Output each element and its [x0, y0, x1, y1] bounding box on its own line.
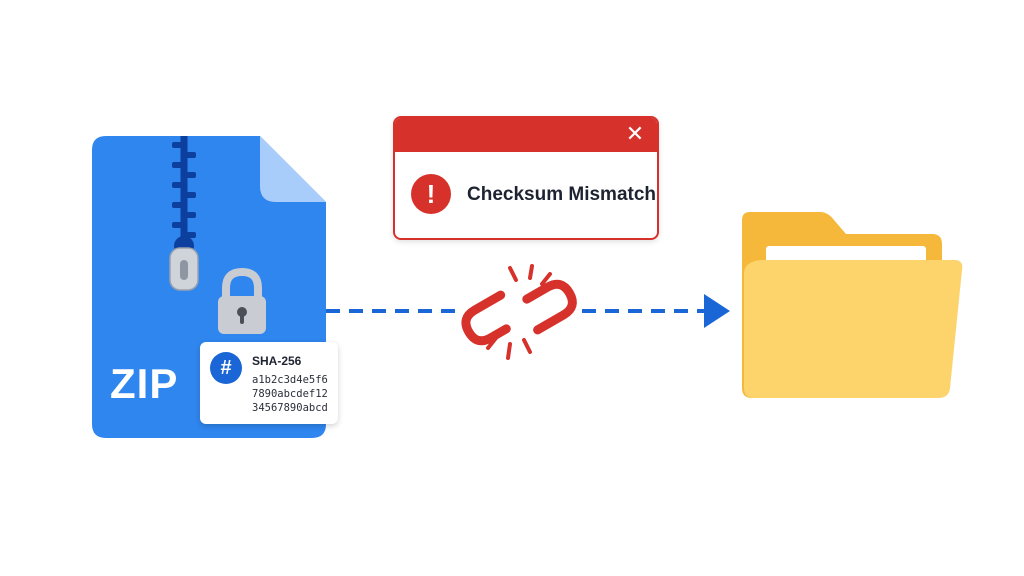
broken-link-icon [461, 264, 577, 360]
arrow-right-icon [704, 294, 730, 328]
transfer-connector [326, 264, 730, 360]
zipper-icon [169, 136, 199, 291]
zip-label: ZIP [110, 360, 179, 407]
dialog-title-bar [395, 118, 657, 152]
error-message: Checksum Mismatch [467, 184, 657, 205]
hash-line: 7890abcdef12 [252, 388, 328, 400]
checksum-card: # SHA-256 a1b2c3d4e5f6 7890abcdef12 3456… [200, 342, 338, 424]
alert-icon: ! [411, 174, 451, 214]
folder-icon [742, 212, 963, 398]
hash-line: a1b2c3d4e5f6 [252, 374, 328, 386]
hash-icon: # [210, 352, 242, 384]
hash-algorithm: SHA-256 [252, 354, 302, 368]
error-dialog: ✕ ! Checksum Mismatch [393, 116, 659, 240]
hash-line: 34567890abcd [252, 402, 328, 414]
close-icon[interactable]: ✕ [625, 121, 645, 146]
padlock-icon [218, 267, 266, 334]
